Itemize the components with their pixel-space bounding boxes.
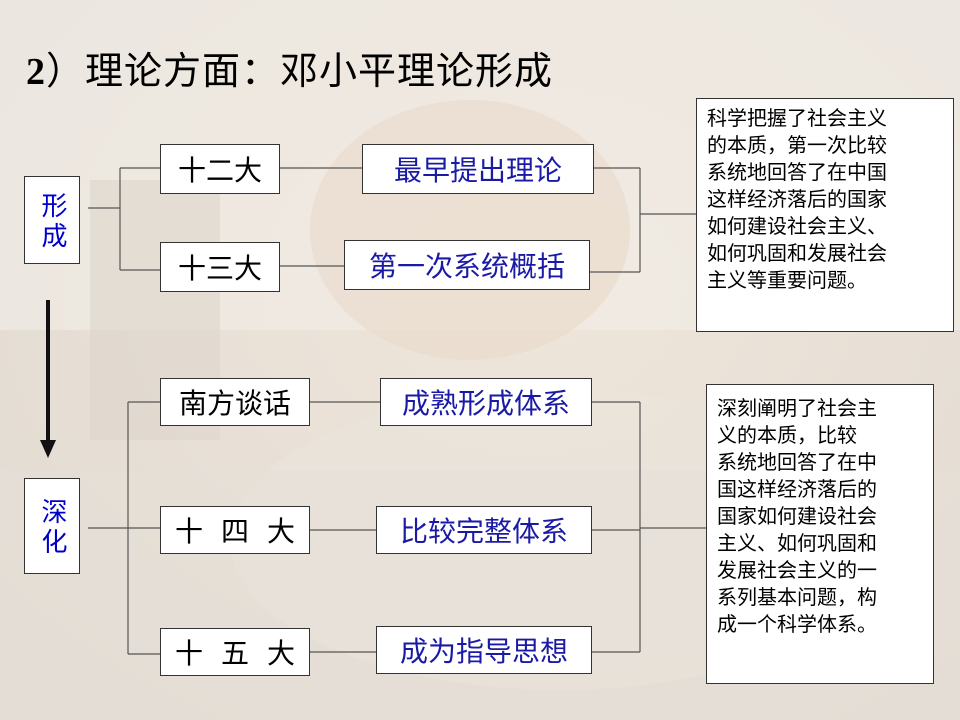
summary-line: 科学把握了社会主义 xyxy=(707,106,887,130)
event-box-13th-congress: 十三大 xyxy=(160,242,280,292)
summary-line: 义的本质，比较 xyxy=(717,423,857,447)
stage-deepening-label: 深化 xyxy=(37,498,67,558)
result-label: 成熟形成体系 xyxy=(401,387,570,420)
result-box-guiding-ideology: 成为指导思想 xyxy=(376,626,592,674)
summary-line: 系统地回答了在中 xyxy=(717,450,877,474)
summary-line: 这样经济落后的国家 xyxy=(707,187,887,211)
event-label: 十五大 xyxy=(175,637,314,670)
summary-line: 的本质，第一次比较 xyxy=(707,133,887,157)
summary-line: 系列基本问题，构 xyxy=(717,585,877,609)
result-box-first-proposed: 最早提出理论 xyxy=(362,144,594,194)
summary-line: 主义等重要问题。 xyxy=(707,268,867,292)
summary-line: 国这样经济落后的 xyxy=(717,477,877,501)
title-number: 2 xyxy=(26,51,46,93)
formation-summary-box: 科学把握了社会主义 的本质，第一次比较 系统地回答了在中国 这样经济落后的国家 … xyxy=(696,98,954,332)
stage-formation-box: 形成 xyxy=(24,176,80,264)
event-box-15th-congress: 十五大 xyxy=(160,628,310,676)
result-box-first-systematic: 第一次系统概括 xyxy=(344,240,590,290)
summary-line: 深刻阐明了社会主 xyxy=(717,396,877,420)
event-box-southern-talks: 南方谈话 xyxy=(160,378,310,426)
summary-line: 系统地回答了在中国 xyxy=(707,160,887,184)
result-label: 成为指导思想 xyxy=(399,635,568,668)
result-label: 比较完整体系 xyxy=(399,515,568,548)
summary-line: 如何建设社会主义、 xyxy=(707,214,887,238)
event-label: 十三大 xyxy=(177,252,262,285)
page-title: 2）理论方面：邓小平理论形成 xyxy=(26,40,553,95)
summary-line: 主义、如何巩固和 xyxy=(717,531,877,555)
result-label: 最早提出理论 xyxy=(393,154,562,187)
stage-deepening-box: 深化 xyxy=(24,478,80,574)
event-label: 十四大 xyxy=(175,515,314,548)
summary-line: 成一个科学体系。 xyxy=(717,612,877,636)
result-box-mature-system: 成熟形成体系 xyxy=(380,378,592,426)
summary-line: 国家如何建设社会 xyxy=(717,504,877,528)
stage-formation-label: 形成 xyxy=(37,192,67,252)
result-label: 第一次系统概括 xyxy=(368,250,565,283)
summary-line: 发展社会主义的一 xyxy=(717,558,877,582)
summary-line: 如何巩固和发展社会 xyxy=(707,241,887,265)
deepening-summary-box: 深刻阐明了社会主 义的本质，比较 系统地回答了在中 国这样经济落后的 国家如何建… xyxy=(706,384,934,684)
title-text: ）理论方面：邓小平理论形成 xyxy=(46,49,554,93)
result-box-complete-system: 比较完整体系 xyxy=(376,506,592,554)
event-box-14th-congress: 十四大 xyxy=(160,506,310,554)
event-label: 南方谈话 xyxy=(178,387,291,420)
event-box-12th-congress: 十二大 xyxy=(160,144,280,194)
event-label: 十二大 xyxy=(177,154,262,187)
